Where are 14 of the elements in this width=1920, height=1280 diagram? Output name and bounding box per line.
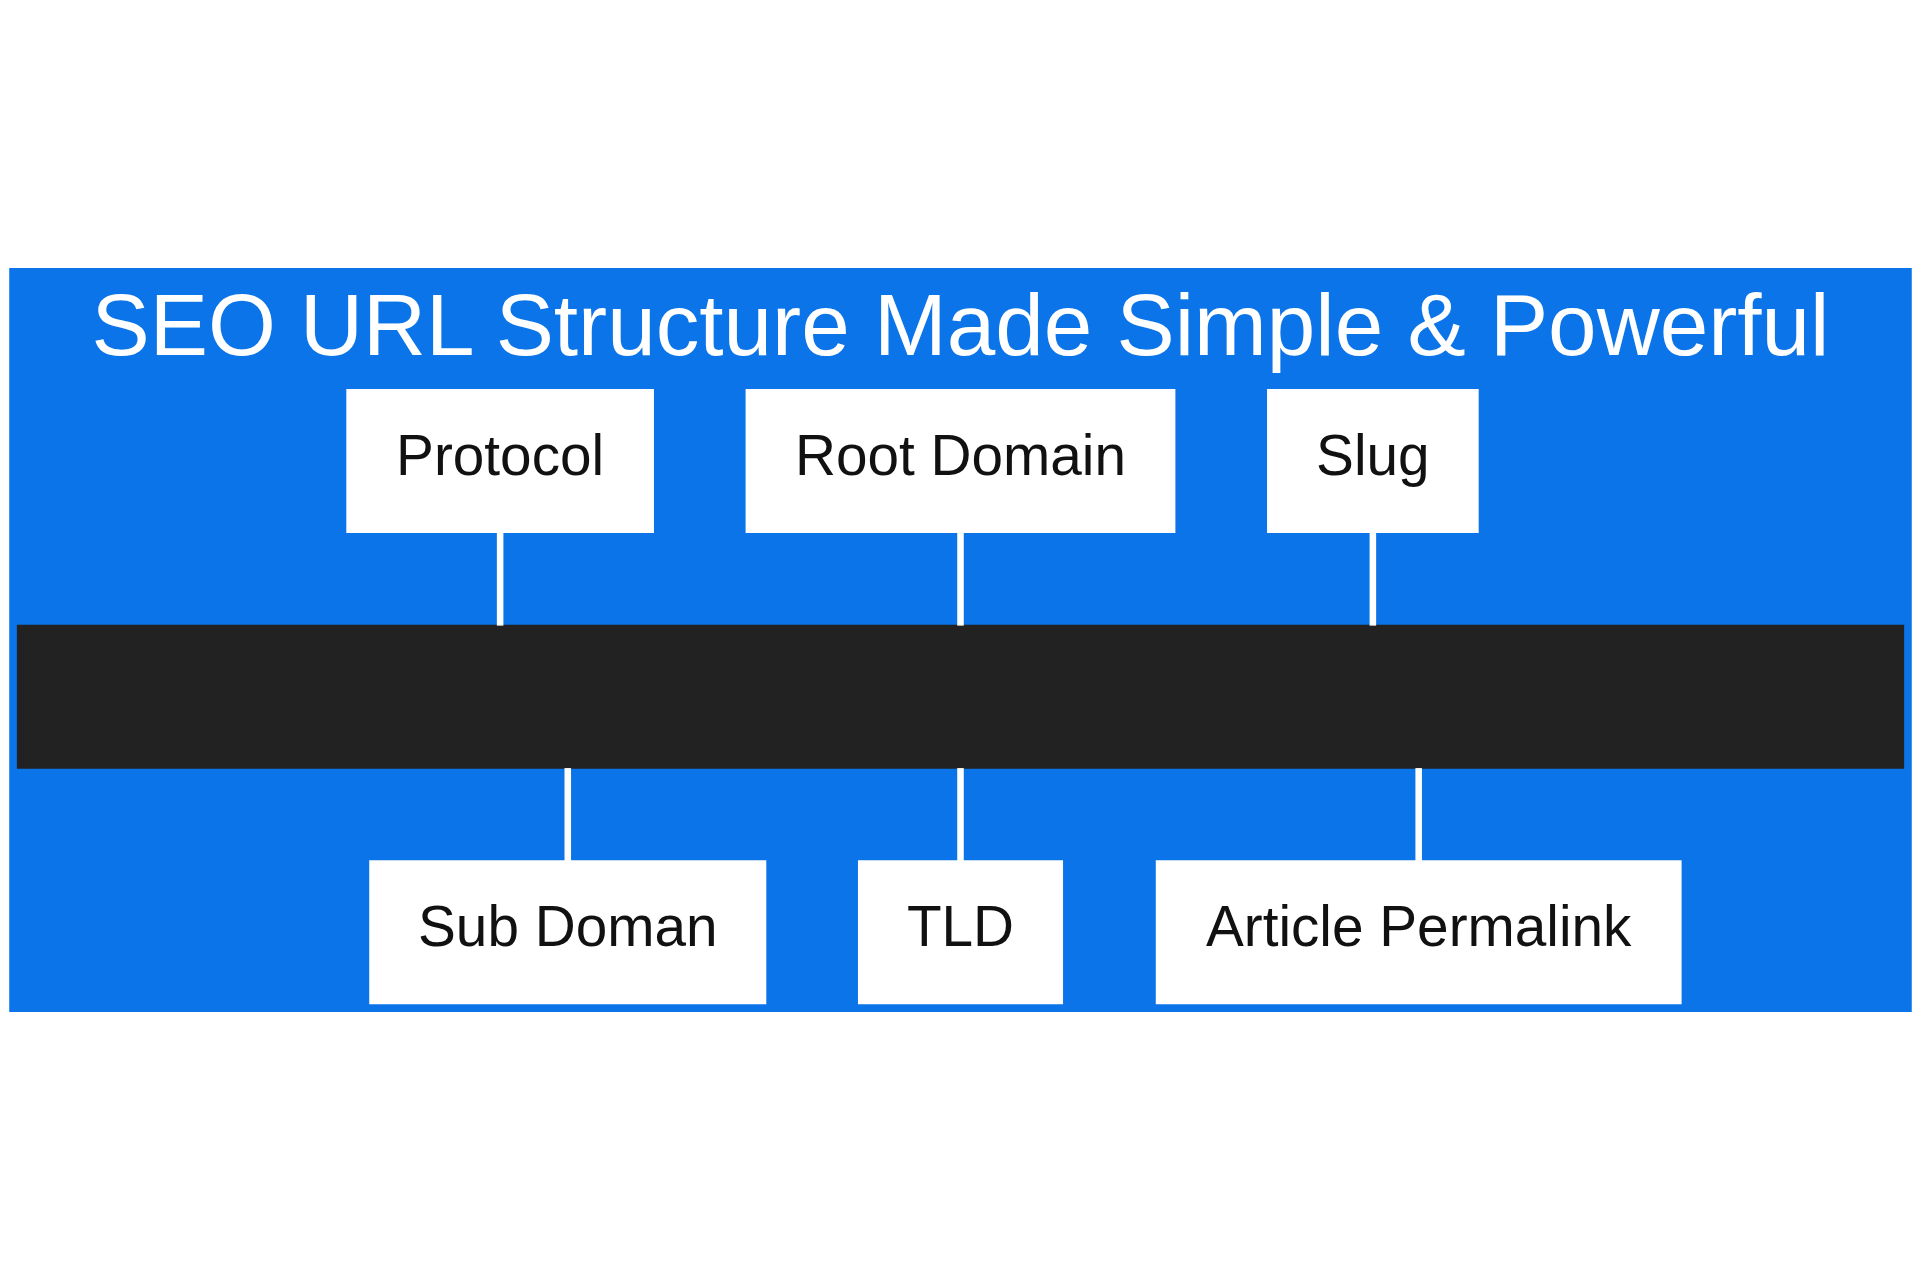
node-box: Protocol — [345, 389, 654, 534]
connector — [1414, 768, 1422, 862]
node-box: Sub Doman — [368, 860, 766, 1005]
node-box: Slug — [1266, 389, 1479, 534]
connector — [956, 768, 964, 862]
connector — [1369, 532, 1376, 626]
node-box: Article Permalink — [1155, 860, 1682, 1005]
node-box: Root Domain — [745, 389, 1175, 534]
diagram-title: SEO URL Structure Made Simple & Powerful — [91, 276, 1829, 374]
connector — [564, 768, 571, 862]
node-box: TLD — [857, 860, 1063, 1005]
connector — [496, 532, 503, 626]
node-bar — [16, 624, 1904, 769]
connector — [956, 532, 964, 626]
